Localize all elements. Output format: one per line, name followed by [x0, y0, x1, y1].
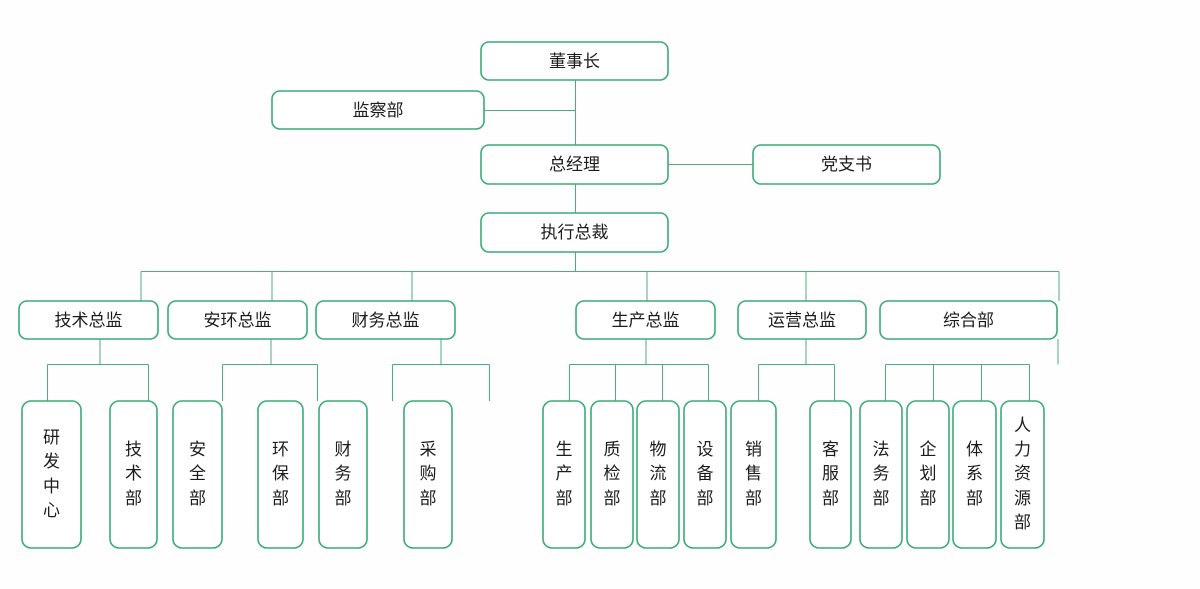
node-planning-dept-box[interactable]	[906, 400, 950, 549]
node-director-operations[interactable]: 运营总监	[737, 300, 867, 340]
node-director-technology-label: 技术总监	[55, 311, 123, 331]
node-safety-dept-box[interactable]	[172, 400, 223, 549]
node-director-finance[interactable]: 财务总监	[315, 300, 456, 340]
node-director-technology-box[interactable]	[18, 300, 159, 340]
node-general-affairs-label: 综合部	[943, 311, 994, 331]
connector-layer	[46, 80, 1060, 401]
node-equipment-dept-box[interactable]	[683, 400, 727, 549]
node-general-manager-box[interactable]	[480, 144, 669, 185]
node-quality-dept-box[interactable]	[590, 400, 634, 549]
node-sales-dept-box[interactable]	[730, 400, 777, 549]
node-director-production-label: 生产总监	[612, 311, 680, 331]
node-party-secretary[interactable]: 党支书	[752, 144, 941, 185]
node-general-affairs[interactable]: 综合部	[879, 300, 1058, 340]
node-environment-dept-box[interactable]	[257, 400, 304, 549]
node-director-production-box[interactable]	[575, 300, 716, 340]
node-director-safety-environment-box[interactable]	[167, 300, 308, 340]
node-supervision-box[interactable]	[271, 90, 485, 130]
node-party-secretary-label: 党支书	[821, 155, 872, 175]
node-purchasing-dept-box[interactable]	[403, 400, 453, 549]
node-director-production[interactable]: 生产总监	[575, 300, 716, 340]
node-exec-president-box[interactable]	[480, 212, 669, 253]
node-finance-dept-box[interactable]	[318, 400, 368, 549]
node-supervision[interactable]: 监察部	[271, 90, 485, 130]
node-exec-president[interactable]: 执行总裁	[480, 212, 669, 253]
node-chairman-label: 董事长	[549, 52, 600, 72]
node-party-secretary-box[interactable]	[752, 144, 941, 185]
node-director-safety-environment[interactable]: 安环总监	[167, 300, 308, 340]
node-general-manager-label: 总经理	[549, 155, 600, 175]
node-hr-dept-box[interactable]	[1000, 400, 1045, 549]
node-director-technology[interactable]: 技术总监	[18, 300, 159, 340]
node-chairman[interactable]: 董事长	[480, 41, 669, 81]
department-box-layer	[21, 400, 1045, 549]
node-customer-service-dept-box[interactable]	[809, 400, 852, 549]
node-system-dept-box[interactable]	[952, 400, 997, 549]
node-director-finance-box[interactable]	[315, 300, 456, 340]
node-director-operations-box[interactable]	[737, 300, 867, 340]
node-general-affairs-box[interactable]	[879, 300, 1058, 340]
node-chairman-box[interactable]	[480, 41, 669, 81]
node-production-dept-box[interactable]	[542, 400, 586, 549]
node-director-finance-label: 财务总监	[352, 311, 420, 331]
node-logistics-dept-box[interactable]	[636, 400, 680, 549]
node-director-safety-environment-label: 安环总监	[204, 311, 272, 331]
node-rd-center-box[interactable]	[21, 400, 82, 549]
node-general-manager[interactable]: 总经理	[480, 144, 669, 185]
node-technology-dept-box[interactable]	[109, 400, 158, 549]
node-director-operations-label: 运营总监	[768, 311, 836, 331]
node-exec-president-label: 执行总裁	[541, 223, 609, 243]
node-legal-dept-box[interactable]	[859, 400, 903, 549]
node-supervision-label: 监察部	[353, 101, 404, 121]
